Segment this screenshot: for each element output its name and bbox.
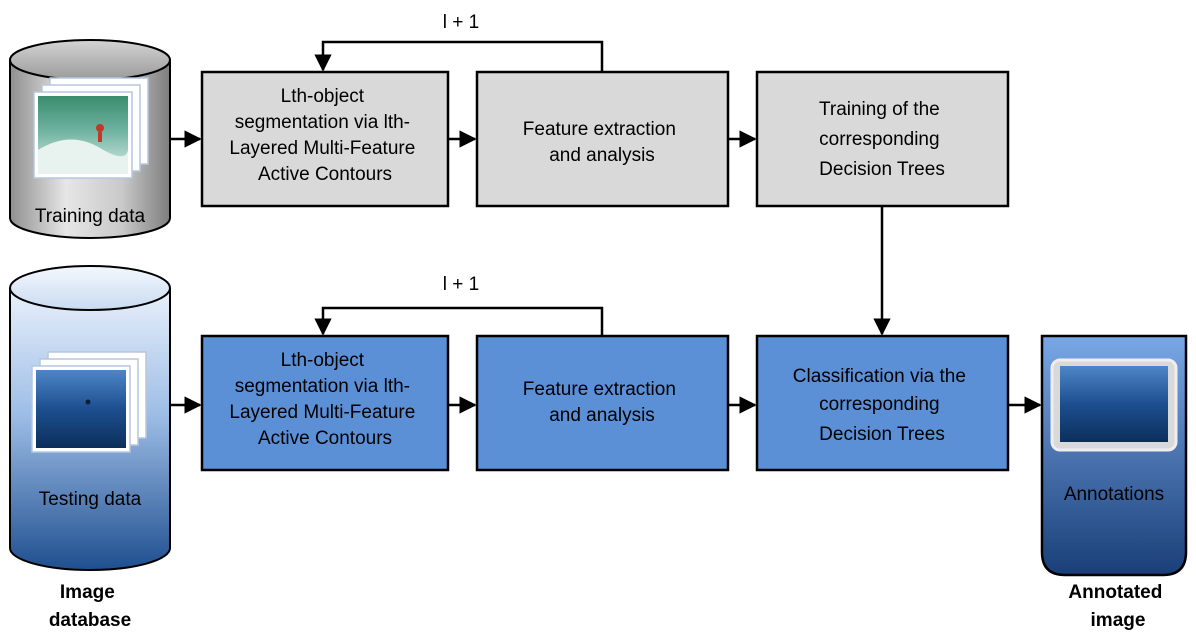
testing-loop-label: l + 1 [443, 274, 479, 295]
annotations-label: Annotations [1064, 484, 1164, 505]
image-database-caption: Image database [49, 582, 131, 631]
training-image-stack-icon [33, 77, 149, 179]
testing-data-label: Testing data [39, 489, 142, 510]
annotated-image-caption: Annotated image [1068, 582, 1167, 631]
testing-image-stack-icon [31, 351, 147, 453]
testing-data-cylinder: Testing data [9, 265, 171, 571]
training-data-label: Training data [35, 206, 146, 227]
training-data-cylinder: Training data [9, 39, 171, 239]
training-segmentation-box [200, 70, 450, 208]
testing-loop-arrow [314, 306, 604, 336]
testing-feature-text: Feature extraction and analysis [523, 379, 681, 426]
training-loop-label: l + 1 [443, 12, 479, 33]
annotated-photo-icon [1060, 366, 1168, 442]
training-feature-text: Feature extraction and analysis [523, 119, 681, 166]
testing-classification-box [755, 334, 1010, 472]
training-decision-trees-box [755, 70, 1010, 208]
testing-segmentation-text: Lth-object segmentation via lth- Layered… [229, 350, 420, 449]
training-loop-arrow [314, 40, 604, 72]
testing-feature-box [475, 334, 730, 472]
annotated-image-output: Annotations [1040, 334, 1188, 577]
training-feature-box [475, 70, 730, 208]
connector-arrows [170, 40, 1042, 414]
testing-classification-text: Classification via the corresponding Dec… [793, 366, 971, 445]
training-segmentation-text: Lth-object segmentation via lth- Layered… [229, 86, 420, 185]
testing-segmentation-box [200, 334, 450, 472]
training-decision-trees-text: Training of the corresponding Decision T… [819, 99, 945, 180]
